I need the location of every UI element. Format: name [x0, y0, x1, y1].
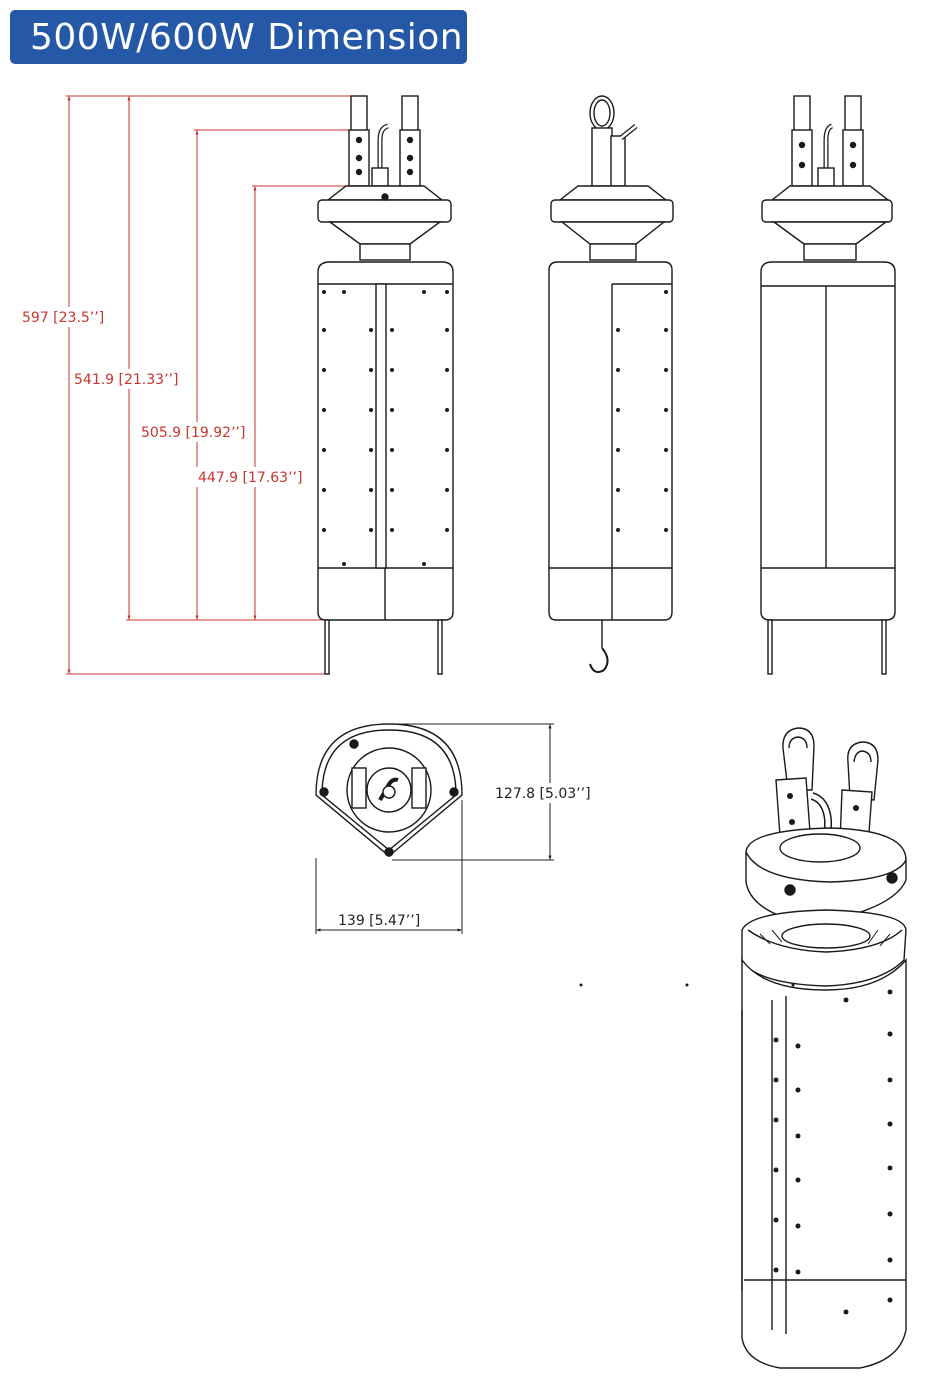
front-view — [317, 95, 454, 675]
height-dimension-lines — [66, 95, 355, 675]
width-label: 139 [5.47’’] — [338, 913, 420, 929]
isometric-view — [741, 727, 907, 1369]
height-total-label: 597 [23.5’’] — [22, 310, 104, 326]
stray-dots — [579, 983, 795, 987]
title-badge: 500W/600W Dimension — [10, 10, 467, 64]
back-view — [760, 95, 896, 675]
height-3-label: 505.9 [19.92’’] — [141, 425, 245, 441]
top-view-labels: 127.8 [5.03’’] 139 [5.47’’] — [338, 783, 607, 929]
top-view — [315, 723, 463, 857]
depth-label: 127.8 [5.03’’] — [495, 786, 591, 802]
height-4-label: 447.9 [17.63’’] — [198, 470, 302, 486]
side-view — [548, 95, 674, 673]
page-title: 500W/600W Dimension — [30, 16, 464, 58]
top-view-dimension-lines — [315, 723, 554, 934]
height-2-label: 541.9 [21.33’’] — [74, 372, 178, 388]
height-labels: 597 [23.5’’] 541.9 [21.33’’] 505.9 [19.9… — [20, 307, 310, 487]
